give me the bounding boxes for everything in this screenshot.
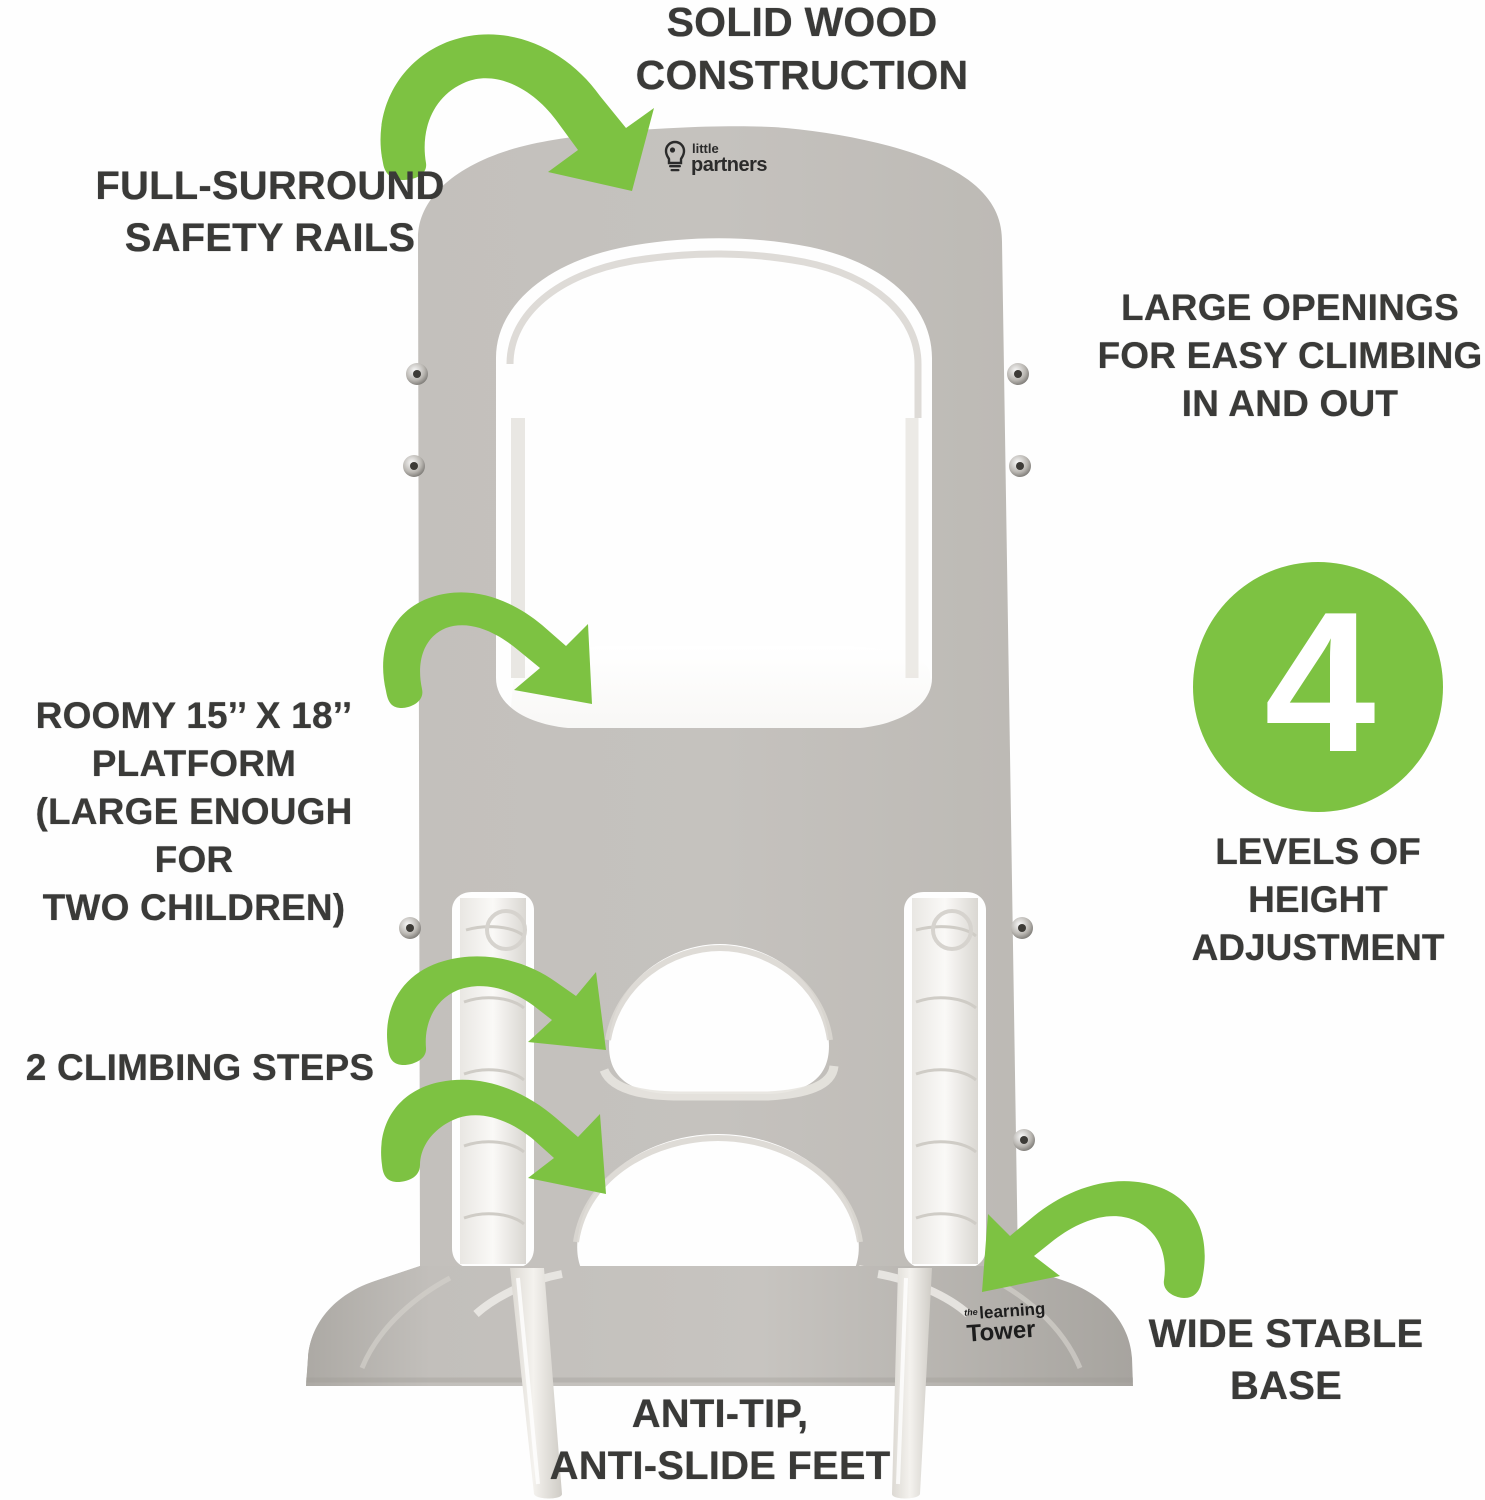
anti-slide-feet <box>510 1268 932 1499</box>
callout-large-openings: LARGE OPENINGS FOR EASY CLIMBING IN AND … <box>1097 287 1483 425</box>
svg-text:learning: learning <box>979 1299 1046 1323</box>
svg-text:the: the <box>964 1307 978 1318</box>
svg-text:Tower: Tower <box>966 1316 1037 1348</box>
svg-text:partners: partners <box>691 154 767 176</box>
callout-climbing-steps: 2 CLIMBING STEPS <box>25 1047 375 1088</box>
learning-tower-logo: the learning Tower <box>960 1294 1075 1350</box>
badge-circle: 4 <box>1193 562 1443 812</box>
assembly-screws <box>399 363 1035 1151</box>
callout-roomy-platform: ROOMY 15’’ X 18’’ PLATFORM (LARGE ENOUGH… <box>35 695 353 929</box>
little-partners-logo: little partners <box>664 138 792 178</box>
callout-solid-wood-construction: SOLID WOOD CONSTRUCTION <box>635 0 969 99</box>
badge-label: LEVELS OF HEIGHT ADJUSTMENT <box>1191 831 1445 969</box>
height-levels-badge: 4 LEVELS OF HEIGHT ADJUSTMENT <box>1158 562 1478 972</box>
callout-anti-tip-feet: ANTI-TIP, ANTI-SLIDE FEET <box>549 1392 891 1488</box>
product-illustration <box>300 118 1140 1500</box>
callout-wide-stable-base: WIDE STABLE BASE <box>1148 1312 1424 1408</box>
svg-text:little: little <box>692 141 719 156</box>
callout-full-surround-safety-rails: FULL-SURROUND SAFETY RAILS <box>95 164 445 260</box>
badge-number: 4 <box>1264 571 1375 794</box>
